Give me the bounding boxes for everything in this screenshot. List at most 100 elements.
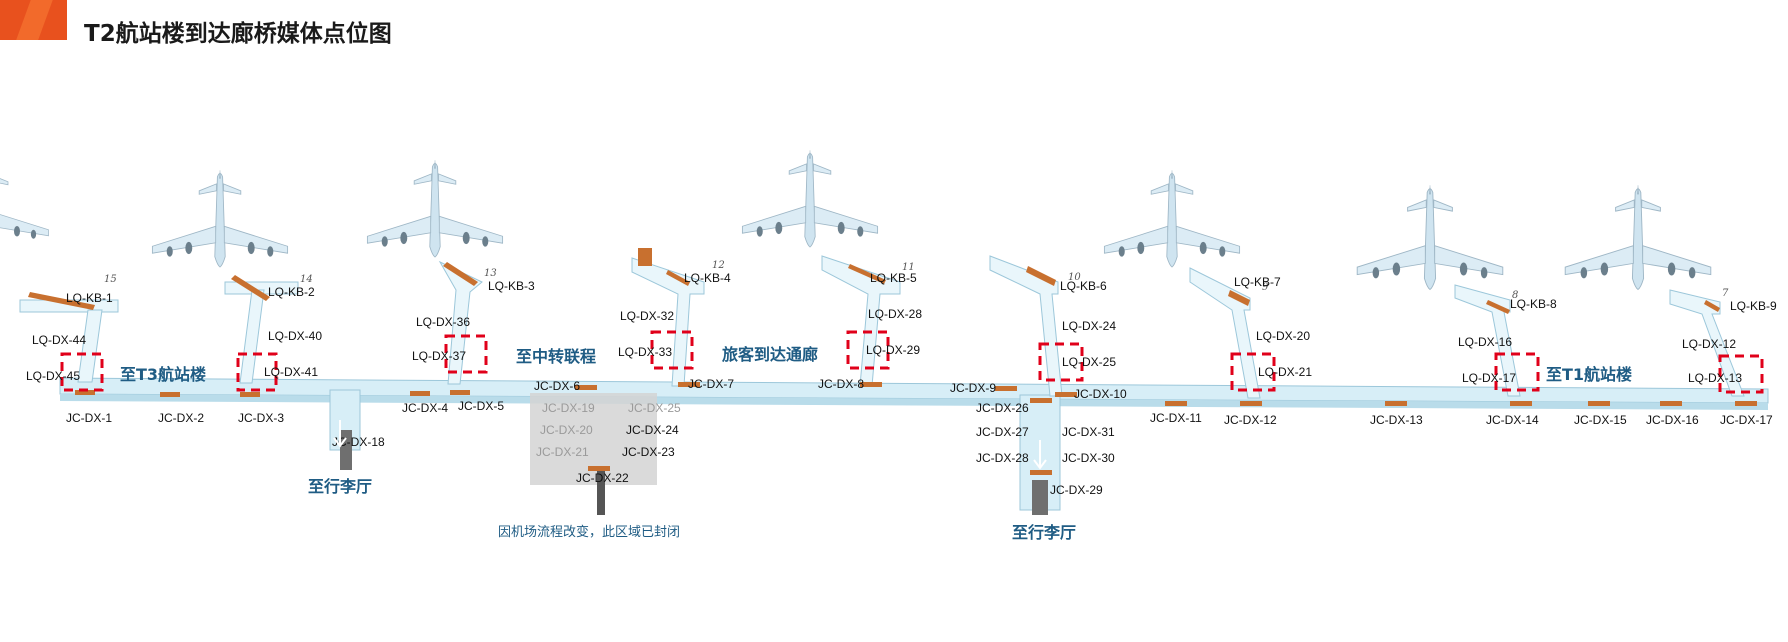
media-label: JC-DX-20 <box>540 423 593 437</box>
gate-numbers: 15 14 13 12 11 10 9 8 7 <box>104 260 1729 301</box>
media-label: JC-DX-13 <box>1370 413 1423 427</box>
to-transfer-label: 至中转联程 <box>516 347 596 366</box>
media-label: LQ-DX-45 <box>26 369 80 383</box>
media-label: LQ-DX-32 <box>620 309 674 323</box>
corridor-media-points <box>75 382 1757 475</box>
media-label: LQ-DX-40 <box>268 329 322 343</box>
media-label: JC-DX-29 <box>1050 483 1103 497</box>
to-t3-label: 至T3航站楼 <box>120 365 206 384</box>
marker-lq-dx-25 <box>1038 342 1084 382</box>
media-label: JC-DX-28 <box>976 451 1029 465</box>
aircraft-gate-15 <box>0 161 49 249</box>
media-label: LQ-DX-25 <box>1062 355 1116 369</box>
media-label: JC-DX-22 <box>576 471 629 485</box>
aircraft-gate-8 <box>1356 185 1504 291</box>
kb-labels: LQ-KB-1 LQ-KB-2 LQ-KB-3 LQ-KB-4 LQ-KB-5 … <box>66 271 1777 313</box>
marker-lq-dx-17 <box>1494 352 1540 392</box>
media-label: JC-DX-8 <box>818 377 864 391</box>
gate-label: 14 <box>300 274 313 285</box>
down-arrow-icon <box>1033 440 1047 470</box>
media-label: JC-DX-31 <box>1062 425 1115 439</box>
media-label: JC-DX-6 <box>534 379 580 393</box>
gate-label: 9 <box>1262 282 1269 293</box>
media-label: LQ-KB-3 <box>488 279 535 293</box>
lq-dx-labels: LQ-DX-44 LQ-DX-45 LQ-DX-40 LQ-DX-41 LQ-D… <box>26 307 1742 385</box>
gate-label: 11 <box>902 262 915 273</box>
media-label: JC-DX-23 <box>622 445 675 459</box>
media-label: LQ-DX-37 <box>412 349 466 363</box>
media-label: LQ-KB-9 <box>1730 299 1777 313</box>
media-label: JC-DX-19 <box>542 401 595 415</box>
media-label: JC-DX-17 <box>1720 413 1773 427</box>
media-label: JC-DX-3 <box>238 411 284 425</box>
media-label: LQ-DX-33 <box>618 345 672 359</box>
media-label: JC-DX-25 <box>628 401 681 415</box>
media-label: JC-DX-30 <box>1062 451 1115 465</box>
jet-bridges <box>19 248 1745 399</box>
marker-lq-dx-41 <box>236 352 278 392</box>
media-label: JC-DX-11 <box>1150 411 1202 425</box>
gate-label: 12 <box>712 260 725 271</box>
media-label: JC-DX-26 <box>976 401 1029 415</box>
media-label: JC-DX-10 <box>1074 387 1127 401</box>
area-labels: 至T3航站楼 至中转联程 旅客到达通廊 至T1航站楼 至行李厅 至行李厅 因机场… <box>120 345 1632 542</box>
jc-dx-labels: JC-DX-1 JC-DX-2 JC-DX-3 JC-DX-4 JC-DX-5 … <box>66 377 1773 497</box>
media-label: JC-DX-16 <box>1646 413 1699 427</box>
aircraft-gate-13 <box>366 160 504 258</box>
media-label: LQ-KB-6 <box>1060 279 1107 293</box>
media-label: LQ-DX-12 <box>1682 337 1736 351</box>
media-label: LQ-KB-5 <box>870 271 917 285</box>
flow-arrows <box>333 420 1047 470</box>
media-label: LQ-DX-29 <box>866 343 920 357</box>
media-label: JC-DX-27 <box>976 425 1029 439</box>
media-label: JC-DX-24 <box>626 423 679 437</box>
media-label: JC-DX-12 <box>1224 413 1277 427</box>
page-title: T2航站楼到达廊桥媒体点位图 <box>84 21 392 47</box>
gate-label: 8 <box>1512 290 1518 301</box>
media-label: JC-DX-14 <box>1486 413 1539 427</box>
main-corridor <box>59 377 1769 515</box>
media-label: LQ-DX-20 <box>1256 329 1310 343</box>
media-label: LQ-DX-17 <box>1462 371 1516 385</box>
media-label: LQ-KB-7 <box>1234 275 1281 289</box>
media-label: JC-DX-1 <box>66 411 112 425</box>
aircraft-gate-7 <box>1564 185 1712 291</box>
marker-lq-dx-13 <box>1718 354 1764 394</box>
marker-lq-dx-45 <box>60 352 104 392</box>
media-label: JC-DX-21 <box>536 445 589 459</box>
closed-area-labels: JC-DX-19 JC-DX-20 JC-DX-21 JC-DX-22 JC-D… <box>536 401 681 485</box>
media-label: LQ-DX-44 <box>32 333 86 347</box>
gate-label: 13 <box>484 268 497 279</box>
marker-lq-dx-21 <box>1230 352 1276 392</box>
media-label: LQ-DX-41 <box>264 365 318 379</box>
media-label: LQ-DX-36 <box>416 315 470 329</box>
baggage-hall-right-label: 至行李厅 <box>1012 523 1076 542</box>
arrival-corridor-label: 旅客到达通廊 <box>722 345 818 364</box>
media-label: LQ-DX-28 <box>868 307 922 321</box>
media-label: LQ-KB-2 <box>268 285 315 299</box>
selected-media-markers <box>60 330 1764 394</box>
media-label: JC-DX-15 <box>1574 413 1627 427</box>
media-label: LQ-KB-4 <box>684 271 731 285</box>
media-label: JC-DX-4 <box>402 401 448 415</box>
media-label: LQ-DX-21 <box>1258 365 1312 379</box>
closed-area-note: 因机场流程改变，此区域已封闭 <box>498 524 680 540</box>
marker-lq-dx-33 <box>650 330 694 370</box>
marker-lq-dx-29 <box>846 330 890 370</box>
gate-label: 10 <box>1068 272 1081 283</box>
media-label: JC-DX-7 <box>688 377 734 391</box>
down-arrow-icon <box>333 420 347 448</box>
media-label: JC-DX-5 <box>458 399 504 413</box>
to-t1-label: 至T1航站楼 <box>1546 365 1632 384</box>
media-label: JC-DX-9 <box>950 381 996 395</box>
media-label: LQ-DX-13 <box>1688 371 1742 385</box>
media-label: LQ-KB-1 <box>66 291 113 305</box>
aircraft-gate-11 <box>741 150 879 248</box>
gate-label: 7 <box>1722 288 1729 299</box>
media-label: LQ-DX-16 <box>1458 335 1512 349</box>
gate-label: 15 <box>104 274 117 285</box>
media-label: LQ-DX-24 <box>1062 319 1116 333</box>
aircraft-gate-14 <box>151 170 289 268</box>
aircraft-gate-9 <box>1103 170 1241 268</box>
media-label: JC-DX-2 <box>158 411 204 425</box>
